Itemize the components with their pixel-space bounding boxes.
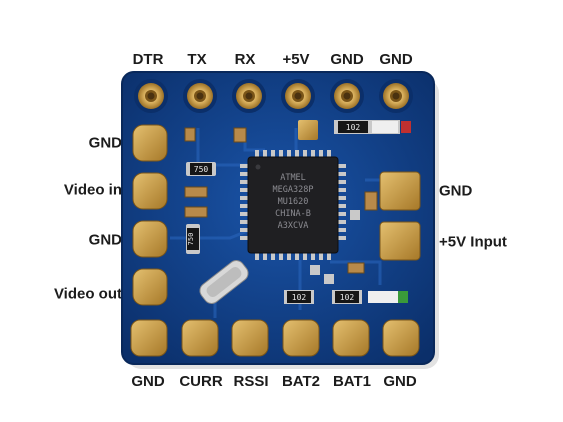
pin-hole-gnd-2: [379, 79, 413, 113]
pad-5v-input: [379, 221, 421, 261]
left-pads: [132, 124, 168, 306]
pin-label-video-out: Video out: [53, 285, 122, 303]
pin-label-gnd-right: GND: [439, 182, 473, 200]
resistor-r2-label: 750: [187, 233, 195, 246]
smd-pad-1: [298, 120, 318, 140]
capacitor-c1: [184, 127, 196, 142]
resistor-r4: [287, 291, 311, 303]
pad-bat2: [282, 319, 320, 357]
pin-label-tx: TX: [187, 51, 207, 68]
pad-video-in: [132, 172, 168, 210]
pad-gnd-bottom-1: [130, 319, 168, 357]
led-top: [372, 121, 398, 133]
pin-hole-tx: [183, 79, 217, 113]
smd-pad-3: [310, 265, 320, 275]
pin-label-gnd-bottom-1: GND: [131, 373, 165, 390]
resistor-r3-label: 102: [346, 123, 361, 132]
pad-gnd-right: [379, 171, 421, 211]
pin-label-video-in: Video in: [63, 181, 122, 199]
pin-hole-dtr: [134, 79, 168, 113]
resistor-r4-label: 102: [292, 293, 307, 302]
pin-label-gnd-top-1: GND: [330, 51, 364, 68]
pin-label-5v-input: +5V Input: [439, 233, 507, 251]
smd-pad-2: [350, 210, 360, 220]
led-bottom-marker: [398, 291, 408, 303]
pin-hole-5v: [281, 79, 315, 113]
chip-pin1-marker: [255, 164, 261, 170]
pad-video-out: [132, 268, 168, 306]
pad-gnd-bottom-2: [382, 319, 420, 357]
pin-hole-rx: [232, 79, 266, 113]
capacitor-c2: [184, 186, 208, 198]
capacitor-c4: [233, 127, 247, 143]
resistor-r5-label: 102: [340, 293, 355, 302]
pin-label-gnd-left-2: GND: [88, 231, 122, 249]
pad-rssi: [231, 319, 269, 357]
chip-text-line3: MU1620: [278, 197, 309, 207]
led-bottom: [368, 291, 398, 303]
pin-label-rx: RX: [234, 51, 256, 68]
capacitor-c3: [184, 206, 208, 218]
top-header-pins: [134, 79, 413, 113]
capacitor-c6: [347, 262, 365, 274]
pin-label-rssi: RSSI: [233, 373, 269, 390]
pin-label-curr: CURR: [179, 373, 223, 390]
resistor-r1-label: 750: [194, 165, 209, 174]
resistor-r3: [338, 121, 368, 133]
chip-text-line4: CHINA-B: [275, 209, 311, 219]
capacitor-c5: [364, 191, 378, 211]
smd-pad-4: [324, 274, 334, 284]
pin-label-5v: +5V: [282, 51, 310, 68]
resistor-r1: [190, 163, 212, 175]
crystal-oscillator: [199, 260, 249, 304]
microcontroller-chip: [247, 156, 339, 254]
pin-hole-gnd-1: [330, 79, 364, 113]
resistor-r2: [187, 228, 199, 250]
pad-bat1: [332, 319, 370, 357]
pad-gnd-left-2: [132, 220, 168, 258]
chip-text-line5: A3XCVA: [278, 221, 309, 231]
chip-text-line1: ATMEL: [280, 173, 306, 183]
pin-label-gnd-bottom-2: GND: [383, 373, 417, 390]
pin-label-bat1: BAT1: [332, 373, 372, 390]
chip-text-line2: MEGA328P: [273, 185, 314, 195]
resistor-r5: [335, 291, 359, 303]
pad-curr: [181, 319, 219, 357]
pin-label-gnd-top-2: GND: [379, 51, 413, 68]
led-top-marker: [401, 121, 411, 133]
pad-gnd-left-1: [132, 124, 168, 162]
pin-label-gnd-left-1: GND: [88, 134, 122, 152]
pin-label-bat2: BAT2: [281, 373, 321, 390]
pin-label-dtr: DTR: [132, 51, 164, 68]
bottom-pads: [130, 319, 420, 357]
chip-pins: [240, 150, 346, 260]
